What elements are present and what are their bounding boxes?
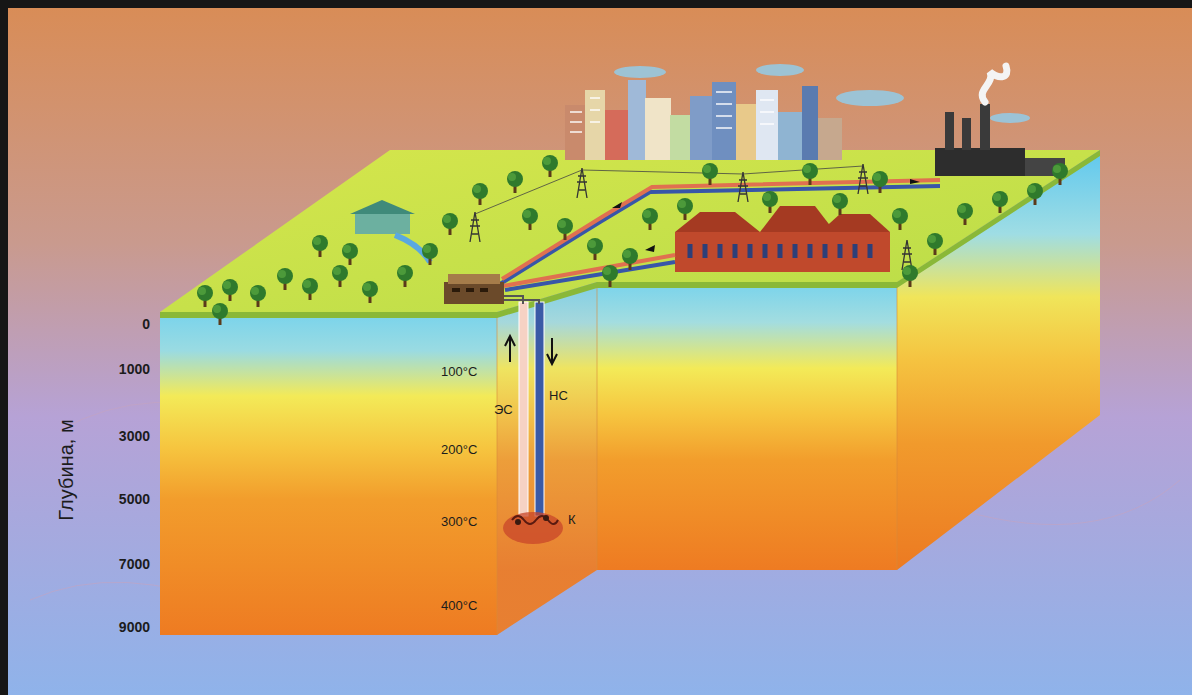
well-label: ЭС [494,403,513,417]
temperature-label: 300°C [441,515,477,529]
temperature-label: 200°C [441,443,477,457]
well-label: К [568,513,576,527]
axis-title: Глубина, м [55,419,77,520]
depth-tick: 1000 [119,362,150,377]
depth-tick: 7000 [119,557,150,572]
depth-tick: 9000 [119,620,150,635]
house [350,200,430,262]
brick-building [675,206,890,272]
temperature-label: 400°C [441,599,477,613]
factory [935,66,1065,176]
well-label: НС [549,389,568,403]
depth-tick: 3000 [119,429,150,444]
well [503,296,563,544]
depth-tick: 0 [142,317,150,332]
temperature-label: 100°C [441,365,477,379]
city [565,64,1030,160]
pipeline [500,179,940,290]
depth-tick: 5000 [119,492,150,507]
geothermal-plant [444,274,504,304]
